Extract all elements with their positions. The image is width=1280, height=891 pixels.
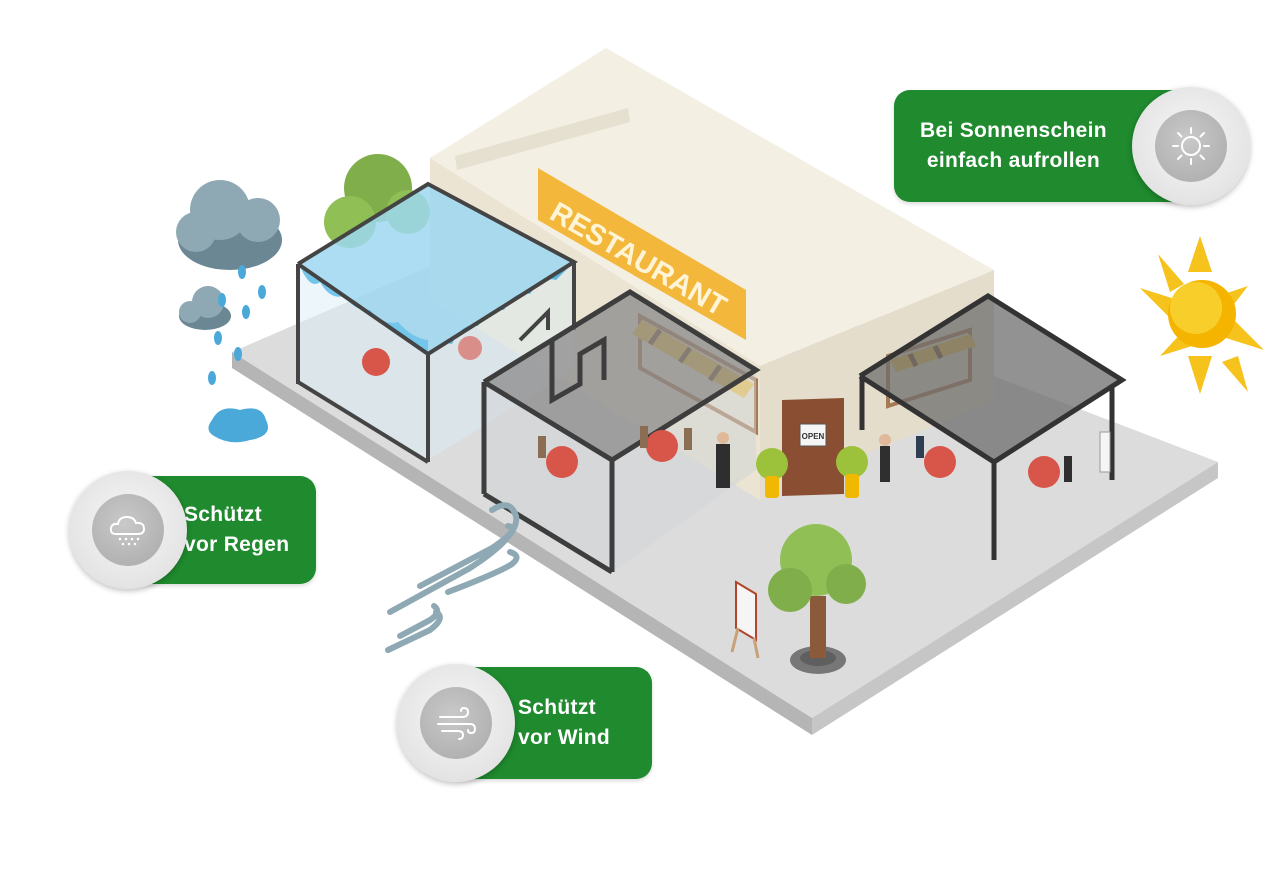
door-open-sign: OPEN [802,432,825,441]
sun-icon [1172,127,1210,165]
rain-cloud-small [179,286,231,330]
sun-illustration [1140,236,1264,394]
restaurant-door: OPEN [782,398,844,496]
blue-awning-pavilion [296,181,578,464]
potted-plant-right [836,446,868,498]
wind-feature-label: Schützt vor Wind [518,696,611,749]
wind-icon [437,706,477,740]
sun-icon-disc [1132,87,1250,205]
rain-icon-disc [69,471,187,589]
rain-cloud-large [176,180,282,270]
wind-icon-disc [397,664,515,782]
menu-board [730,580,760,659]
potted-plant-left [756,448,788,498]
glass-pavilion [481,289,761,575]
sun-feature-badge: Bei Sonnenschein einfach aufrollen [894,90,1190,202]
rain-feature-label: Schützt vor Regen [184,503,290,556]
rain-puddle [208,408,268,443]
pergola-roof [858,293,1127,560]
wind-gusts [385,502,520,653]
front-tree [768,524,866,674]
rain-drops [208,265,266,385]
rain-cloud-icon [109,515,146,546]
sun-feature-label: Bei Sonnenschein einfach aufrollen [920,119,1107,172]
